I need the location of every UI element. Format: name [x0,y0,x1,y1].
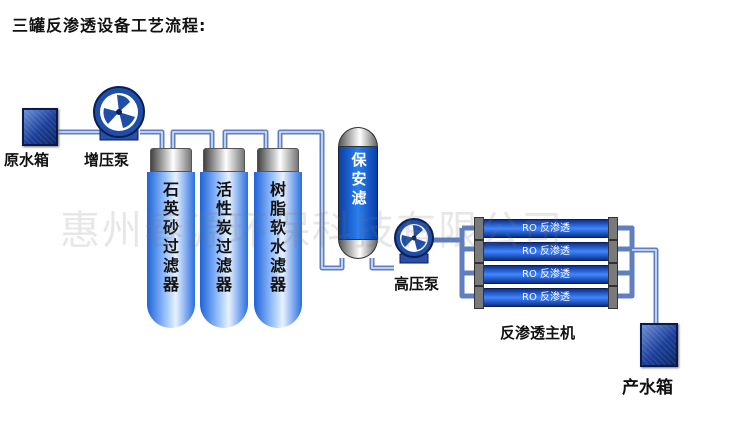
label-char: 过 [162,237,179,256]
label-char: 砂 [162,218,179,237]
ro-membrane: RO 反渗透 [474,217,618,240]
activated-carbon-filter-label: 活性炭过滤器 [200,180,248,294]
activated-carbon-filter: 活性炭过滤器 [200,148,248,328]
product-water-tank-icon [640,323,678,367]
pipe-hpump-to-ro [428,225,482,299]
resin-softener-filter-label: 树脂软水滤器 [254,180,302,294]
label-char: 树 [269,180,286,199]
watermark-text: 惠州春源环保科技有限公司 [60,208,564,254]
label-char: 保 [351,151,367,169]
resin-softener-filter: 树脂软水滤器 [254,148,302,328]
label-char: 滤 [269,256,286,275]
label-char: 器 [162,275,179,294]
security-filter-label: 保安滤 [339,151,379,208]
raw-water-tank-label: 原水箱 [4,151,50,169]
raw-water-tank-icon [22,108,58,146]
ro-main-unit-label: 反渗透主机 [500,324,576,342]
ro-membrane: RO 反渗透 [474,240,618,263]
label-char: 器 [215,275,232,294]
label-char: 安 [351,170,367,188]
ro-membrane: RO 反渗透 [474,263,618,286]
label-char: 滤 [215,256,232,275]
page-title: 三罐反渗透设备工艺流程: [12,16,207,35]
pipe-guard-to-hpump [369,258,394,271]
label-char: 滤 [162,256,179,275]
security-filter: 保安滤 [338,127,379,259]
label-char: 石 [162,180,179,199]
pipe-carbon-to-resin [222,129,269,148]
booster-pump-icon [93,86,145,141]
label-char: 活 [215,180,232,199]
booster-pump-label: 增压泵 [84,151,130,169]
label-char: 器 [269,275,286,294]
pipe-quartz-to-carbon [170,129,215,148]
label-char: 脂 [269,199,286,218]
label-char: 性 [215,199,232,218]
product-water-tank-label: 产水箱 [622,378,673,398]
high-pressure-pump-icon [394,218,434,264]
label-char: 水 [269,237,286,256]
ro-membrane: RO 反渗透 [474,286,618,309]
quartz-sand-filter: 石英砂过滤器 [147,148,195,328]
label-char: 滤 [351,189,367,207]
label-char: 过 [215,237,232,256]
label-char: 炭 [215,218,232,237]
label-char: 软 [269,218,286,237]
high-pressure-pump-label: 高压泵 [394,275,440,293]
pipe-ro-to-product [632,247,659,323]
quartz-sand-filter-label: 石英砂过滤器 [147,180,195,294]
label-char: 英 [162,199,179,218]
